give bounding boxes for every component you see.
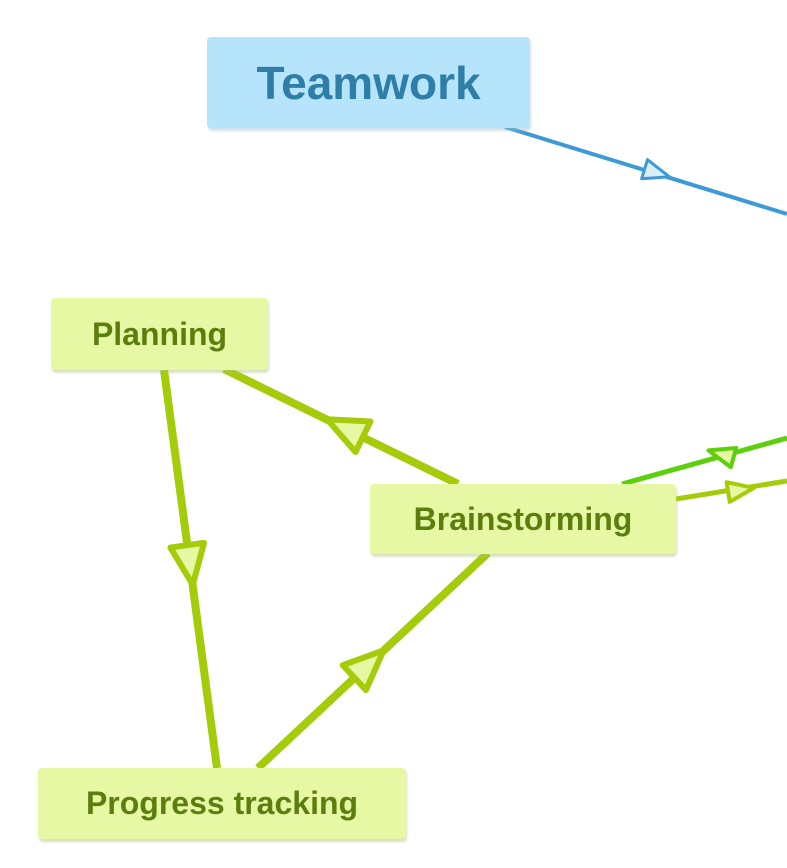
arrowhead-icon — [324, 416, 374, 456]
edge-brainstorming-out — [675, 478, 787, 504]
node-progress-tracking[interactable]: Progress tracking — [38, 768, 406, 839]
node-brainstorming[interactable]: Brainstorming — [370, 484, 676, 554]
arrowhead-icon — [706, 445, 739, 470]
arrowhead-icon — [339, 647, 387, 694]
node-teamwork[interactable]: Teamwork — [207, 37, 530, 128]
node-label: Planning — [91, 315, 228, 352]
edge-incoming-brainstorming — [621, 435, 787, 487]
node-label: Brainstorming — [413, 500, 633, 537]
edge-planning-progress — [160, 369, 221, 769]
arrowhead-icon — [167, 539, 208, 588]
edge-brainstorming-planning — [222, 365, 460, 488]
edge-teamwork-out — [504, 125, 787, 216]
arrowhead-icon — [640, 158, 671, 181]
node-planning[interactable]: Planning — [51, 298, 268, 370]
node-label: Teamwork — [256, 56, 481, 109]
node-label: Progress tracking — [85, 785, 359, 821]
edge-progress-brainstorming — [255, 550, 491, 771]
arrowhead-icon — [724, 480, 756, 504]
